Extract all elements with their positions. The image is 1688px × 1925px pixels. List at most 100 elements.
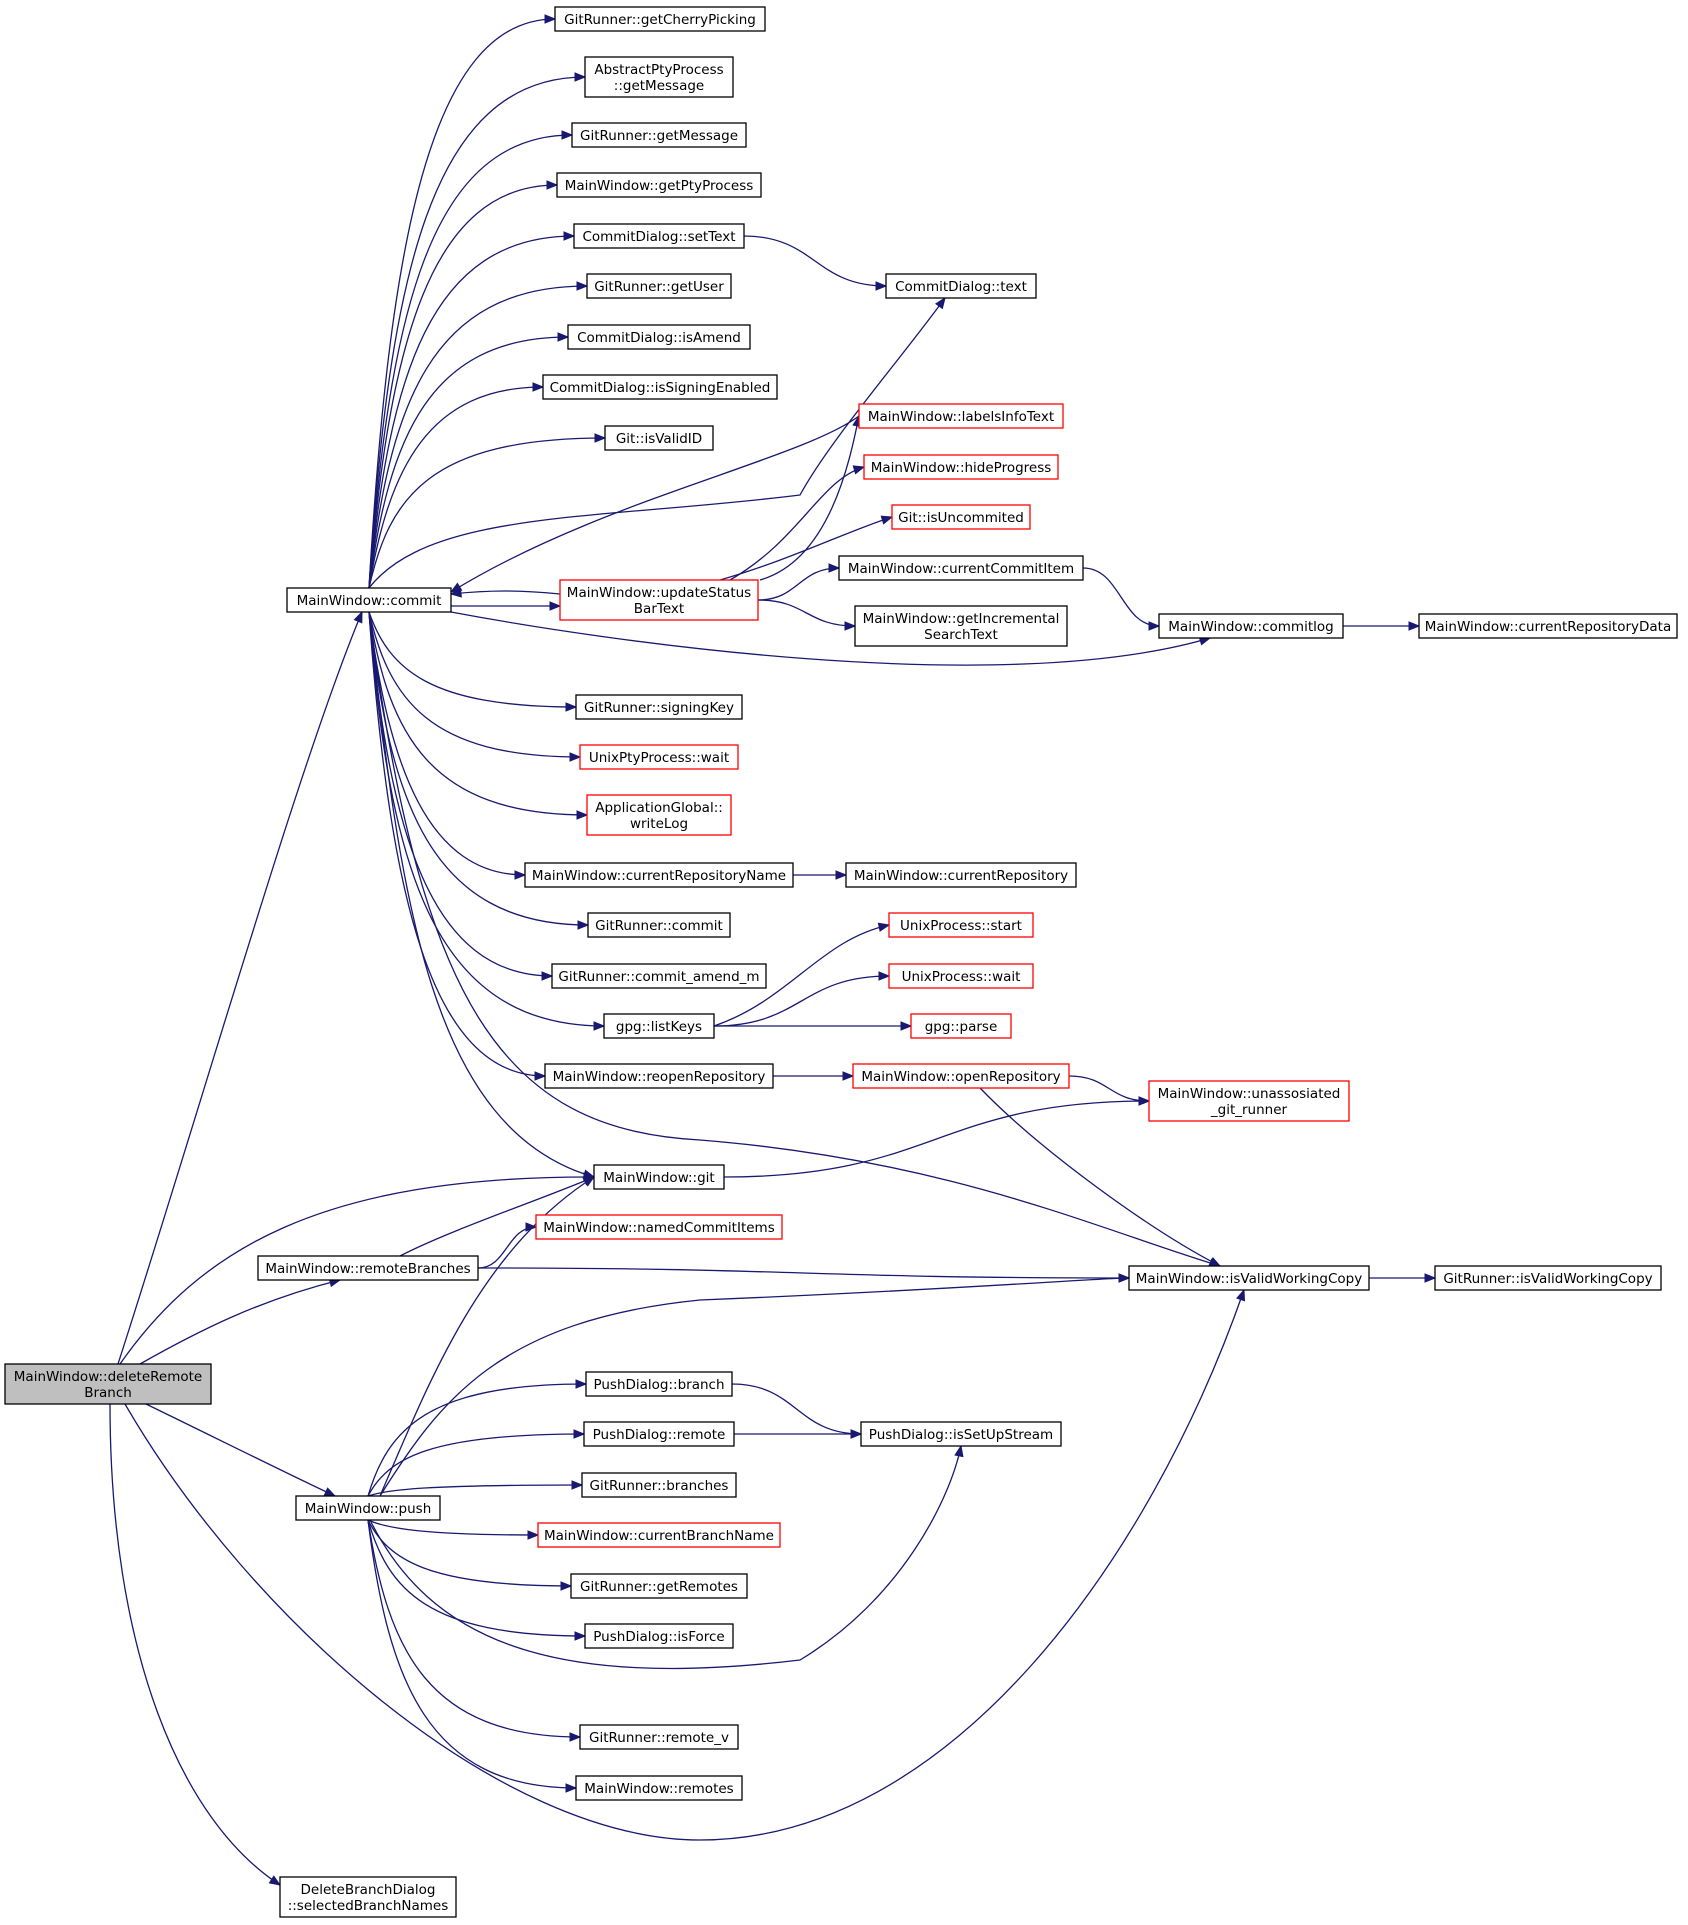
node-box (4, 1363, 212, 1405)
edge-mwGit-to-unassosiated (723, 1096, 1151, 1178)
node-box (524, 862, 794, 888)
node-remoteV[interactable]: GitRunner::remote_v (579, 1724, 739, 1750)
node-reopenRepository[interactable]: MainWindow::reopenRepository (544, 1063, 774, 1089)
nodes-layer: MainWindow::deleteRemoteBranchMainWindow… (4, 6, 1678, 1918)
node-currentCommitItem[interactable]: MainWindow::currentCommitItem (838, 555, 1084, 581)
node-unassosiated[interactable]: MainWindow::unassosiated_git_runner (1148, 1080, 1350, 1122)
edge-line (368, 611, 595, 1178)
node-gitGetMessage[interactable]: GitRunner::getMessage (571, 122, 747, 148)
node-push[interactable]: MainWindow::push (295, 1495, 441, 1521)
node-getCherryPicking[interactable]: GitRunner::getCherryPicking (554, 6, 766, 32)
node-box (891, 504, 1031, 530)
node-commit[interactable]: MainWindow::commit (286, 587, 452, 613)
node-box (888, 912, 1034, 938)
node-ptyGetMessage[interactable]: AbstractPtyProcess::getMessage (584, 56, 734, 98)
arrow-head (561, 130, 574, 140)
node-remoteBranches[interactable]: MainWindow::remoteBranches (257, 1255, 479, 1281)
edge-commit-to-currentRepositoryName (368, 611, 527, 880)
node-label: AbstractPtyProcess (594, 62, 723, 78)
node-writeLog[interactable]: ApplicationGlobal::writeLog (586, 794, 732, 836)
node-box (556, 172, 762, 198)
node-label: GitRunner::remote_v (589, 1730, 729, 1746)
node-upStart[interactable]: UnixProcess::start (888, 912, 1034, 938)
node-getRemotes[interactable]: GitRunner::getRemotes (570, 1573, 748, 1599)
node-isValidID[interactable]: Git::isValidID (604, 425, 714, 451)
node-getPtyProcess[interactable]: MainWindow::getPtyProcess (556, 172, 762, 198)
node-branches[interactable]: GitRunner::branches (581, 1472, 737, 1498)
node-label: GitRunner::getCherryPicking (564, 12, 756, 28)
arrow-head (828, 563, 841, 573)
node-box (838, 555, 1084, 581)
edge-line (368, 611, 588, 816)
node-label: CommitDialog::text (895, 279, 1027, 295)
edge-line (713, 975, 890, 1027)
node-listKeys[interactable]: gpg::listKeys (603, 1013, 715, 1039)
node-currentRepositoryName[interactable]: MainWindow::currentRepositoryName (524, 862, 794, 888)
node-pdBranch[interactable]: PushDialog::branch (585, 1371, 733, 1397)
arrow-head (1408, 621, 1421, 631)
edge-updateStatusBarText-to-commit (449, 588, 561, 598)
edge-updateStatusBarText-to-isUncommited (719, 515, 894, 581)
node-labelsInfoText[interactable]: MainWindow::labelsInfoText (858, 403, 1064, 429)
node-label: PushDialog::isSetUpStream (869, 1427, 1053, 1443)
node-box (537, 1522, 781, 1548)
node-isSigningEnabled[interactable]: CommitDialog::isSigningEnabled (542, 374, 778, 400)
node-currentRepositoryData[interactable]: MainWindow::currentRepositoryData (1418, 613, 1678, 639)
edge-line (368, 184, 558, 589)
arrow-head (1236, 1288, 1246, 1302)
node-box (1434, 1265, 1662, 1291)
edge-push-to-mwGit (379, 1176, 596, 1497)
node-commitlog[interactable]: MainWindow::commitlog (1158, 613, 1344, 639)
node-label: writeLog (630, 816, 688, 832)
edge-line (743, 235, 887, 287)
arrow-head (850, 1429, 863, 1439)
node-label: BarText (634, 601, 684, 617)
node-label: MainWindow::unassosiated (1158, 1086, 1341, 1102)
node-mwIsValidWorkingCopy[interactable]: MainWindow::isValidWorkingCopy (1128, 1265, 1370, 1291)
node-label: Git::isUncommited (898, 510, 1024, 526)
edge-push-to-remoteV (367, 1519, 582, 1742)
edge-line (367, 1433, 585, 1497)
node-grIsValidWorkingCopy[interactable]: GitRunner::isValidWorkingCopy (1434, 1265, 1662, 1291)
node-openRepository[interactable]: MainWindow::openRepository (852, 1063, 1070, 1089)
node-label: PushDialog::isForce (593, 1629, 724, 1645)
node-box (885, 273, 1037, 299)
node-setText[interactable]: CommitDialog::setText (573, 223, 745, 249)
arrow-head (844, 621, 857, 631)
node-currentRepository[interactable]: MainWindow::currentRepository (845, 862, 1077, 888)
node-box (584, 56, 734, 98)
node-selectedBranchNames[interactable]: DeleteBranchDialog::selectedBranchNames (279, 1876, 457, 1918)
arrow-head (557, 332, 570, 342)
node-namedCommitItems[interactable]: MainWindow::namedCommitItems (535, 1214, 783, 1240)
node-label: MainWindow::currentRepository (854, 868, 1068, 884)
node-isAmend[interactable]: CommitDialog::isAmend (567, 324, 751, 350)
node-isUncommited[interactable]: Git::isUncommited (891, 504, 1031, 530)
node-mwGit[interactable]: MainWindow::git (593, 1164, 725, 1190)
node-label: MainWindow::namedCommitItems (543, 1220, 774, 1236)
node-label: UnixProcess::start (900, 918, 1022, 934)
node-pdRemote[interactable]: PushDialog::remote (583, 1421, 735, 1447)
node-upWait[interactable]: UnixProcess::wait (888, 963, 1034, 989)
node-gpgParse[interactable]: gpg::parse (910, 1013, 1012, 1039)
node-remotes[interactable]: MainWindow::remotes (575, 1775, 743, 1801)
arrow-head (560, 1581, 573, 1591)
node-ptyWait[interactable]: UnixPtyProcess::wait (579, 744, 739, 770)
node-isSetUpStream[interactable]: PushDialog::isSetUpStream (860, 1421, 1062, 1447)
node-signingKey[interactable]: GitRunner::signingKey (575, 694, 743, 720)
node-getUser[interactable]: GitRunner::getUser (586, 273, 732, 299)
node-gitCommit[interactable]: GitRunner::commit (587, 912, 731, 938)
edge-line (757, 599, 856, 627)
node-cdText[interactable]: CommitDialog::text (885, 273, 1037, 299)
edge-commit-to-writeLog (368, 611, 589, 820)
node-label: MainWindow::hideProgress (871, 460, 1052, 476)
node-currentBranchName[interactable]: MainWindow::currentBranchName (537, 1522, 781, 1548)
arrow-head (544, 14, 557, 24)
edge-line (145, 1403, 336, 1497)
edge-push-to-remotes (367, 1519, 578, 1793)
node-hideProgress[interactable]: MainWindow::hideProgress (863, 454, 1059, 480)
node-isForce[interactable]: PushDialog::isForce (584, 1623, 734, 1649)
node-commitAmend[interactable]: GitRunner::commit_amend_m (551, 963, 767, 989)
